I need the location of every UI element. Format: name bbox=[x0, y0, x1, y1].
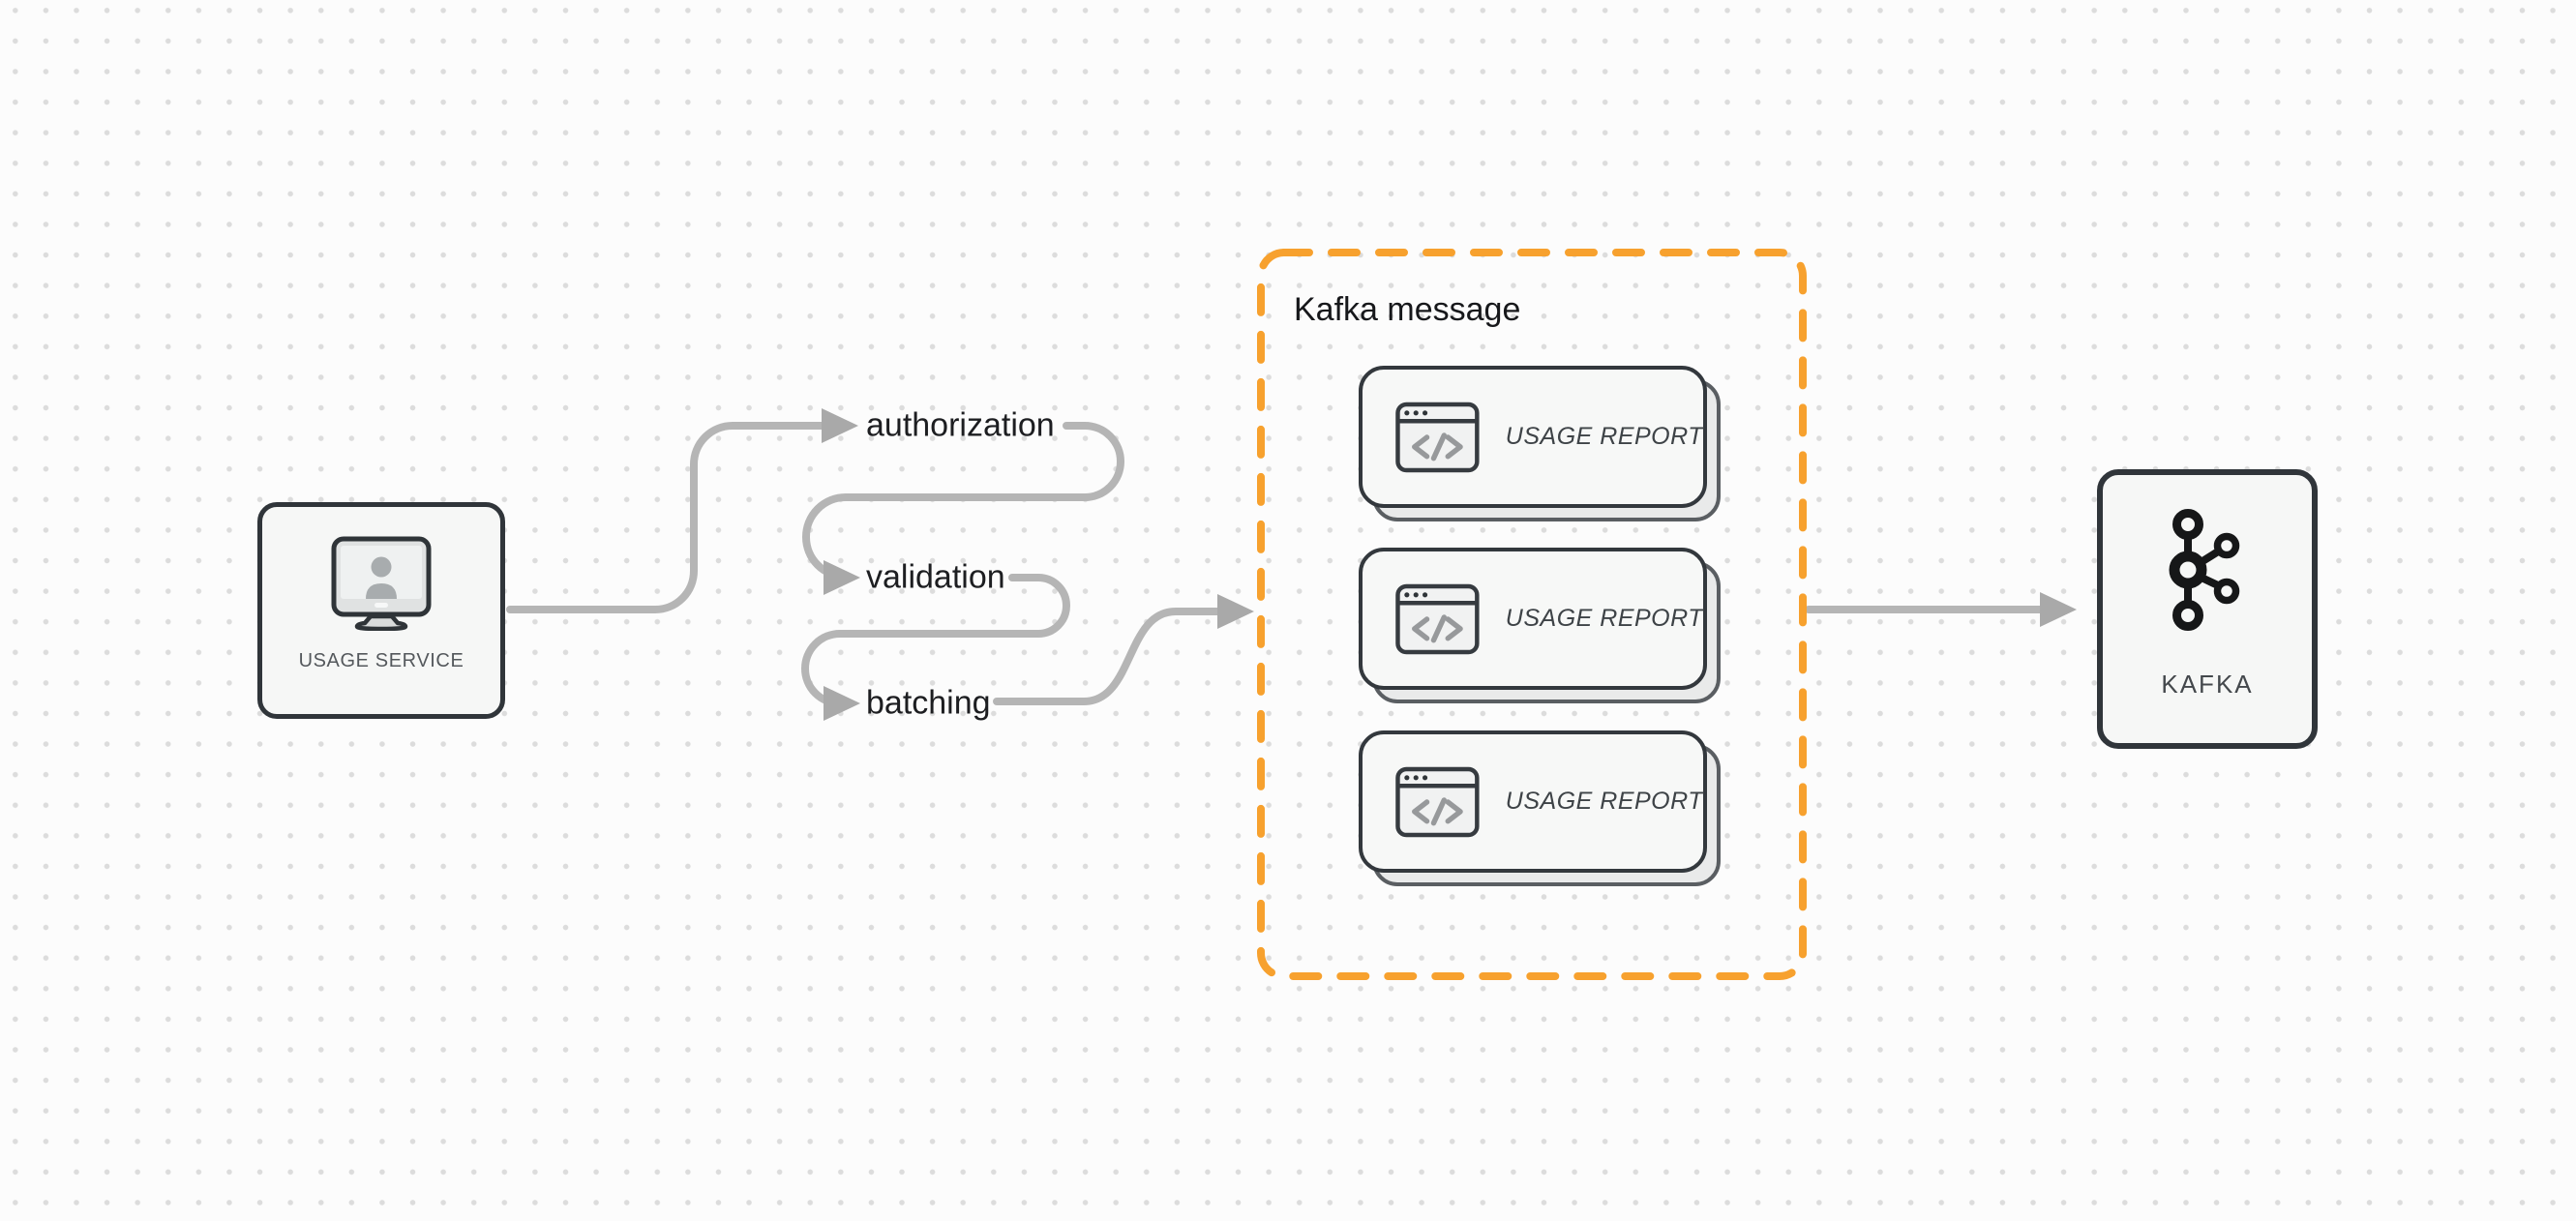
usage-report-label: USAGE REPORT bbox=[1505, 423, 1703, 450]
usage-report-label: USAGE REPORT bbox=[1505, 605, 1703, 632]
code-window-icon bbox=[1395, 583, 1480, 654]
usage-service-label: USAGE SERVICE bbox=[298, 650, 464, 671]
step-label-validation: validation bbox=[866, 558, 1005, 596]
monitor-user-icon bbox=[331, 536, 432, 631]
arrow-authorization-to-validation bbox=[802, 422, 1124, 581]
arrow-batching-to-group bbox=[993, 608, 1221, 705]
message-card: USAGE REPORT bbox=[1359, 730, 1707, 873]
arrow-validation-to-batching bbox=[801, 574, 1070, 707]
kafka-message-group-border bbox=[1257, 249, 1807, 980]
step-label-authorization: authorization bbox=[866, 406, 1055, 444]
arrowhead-authorization bbox=[822, 408, 858, 443]
code-window-icon bbox=[1395, 402, 1480, 472]
message-card: USAGE REPORT bbox=[1359, 366, 1707, 508]
kafka-label: KAFKA bbox=[2161, 670, 2254, 699]
arrowhead-validation bbox=[824, 560, 860, 595]
node-usage-service: USAGE SERVICE bbox=[257, 502, 505, 719]
code-window-icon bbox=[1395, 766, 1480, 837]
message-card: USAGE REPORT bbox=[1359, 548, 1707, 690]
step-label-batching: batching bbox=[866, 684, 991, 722]
node-kafka: KAFKA bbox=[2097, 469, 2318, 749]
arrowhead-group bbox=[1217, 594, 1254, 629]
kafka-message-group-title: Kafka message bbox=[1294, 291, 1521, 328]
arrowhead-batching bbox=[824, 686, 860, 721]
arrowhead-kafka bbox=[2040, 592, 2077, 627]
kafka-logo-icon bbox=[2169, 509, 2240, 631]
usage-report-label: USAGE REPORT bbox=[1505, 788, 1703, 815]
arrow-usage-to-authorization bbox=[506, 422, 825, 613]
